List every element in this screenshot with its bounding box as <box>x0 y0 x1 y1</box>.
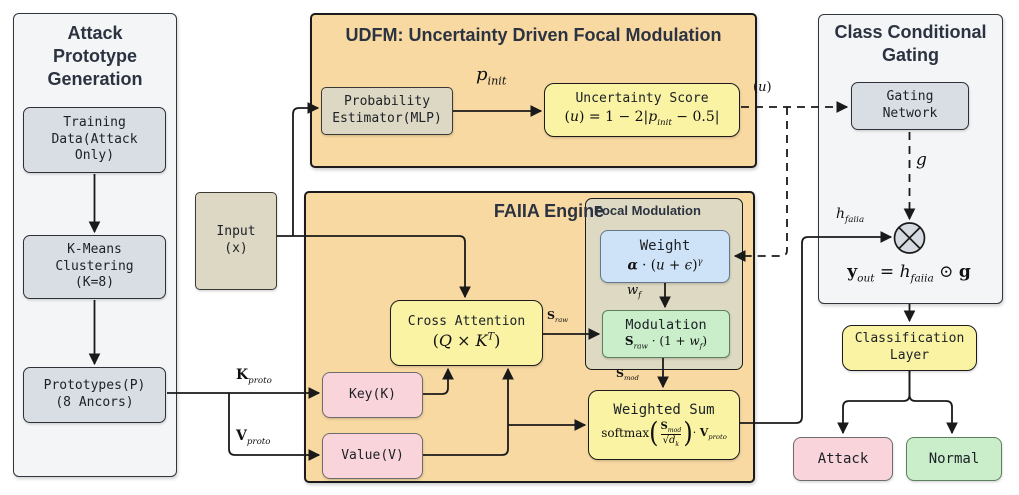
vproto-edge-label: Vproto <box>236 428 271 447</box>
faiia-engine-title: FAIIA Engine <box>493 201 605 221</box>
class-conditional-gating-panel <box>818 14 1003 304</box>
cross-attention-node: Cross Attention (Q × KT) <box>390 300 543 366</box>
weight-formula: α · (u + ϵ)γ <box>627 255 703 274</box>
qkt-formula: (Q × KT) <box>432 330 501 350</box>
weighted-sum-formula: softmax ( Smod √dk ) · Vproto <box>601 417 727 450</box>
probability-estimator-node: Probability Estimator(MLP) <box>321 87 453 135</box>
key-node: Key(K) <box>322 372 423 418</box>
attack-output-node: Attack <box>793 437 893 481</box>
smod-edge-label: Smod <box>616 367 639 383</box>
kmeans-clustering-node: K-Means Clustering (K=8) <box>23 235 166 299</box>
training-data-node: Training Data(Attack Only) <box>23 107 166 173</box>
close-paren: ) <box>683 417 693 450</box>
hfaiia-edge-label: hfaiia <box>836 206 865 225</box>
value-node: Value(V) <box>322 433 423 479</box>
g-edge-label: g <box>916 150 927 170</box>
edge-value-to-cross-attention <box>423 367 514 456</box>
prototypes-node: Prototypes(P) (8 Ancors) <box>23 367 166 423</box>
modulation-label: Modulation <box>625 317 707 334</box>
classification-layer-node: Classification Layer <box>842 325 977 371</box>
weighted-sum-label: Weighted Sum <box>613 402 715 419</box>
weight-label: Weight <box>639 238 691 255</box>
uncertainty-score-label: Uncertainty Score <box>575 91 709 107</box>
class-conditional-gating-title: Class Conditional Gating <box>834 22 987 66</box>
edge-u-to-weight-dashed <box>733 107 788 262</box>
udfm-title: UDFM: Uncertainty Driven Focal Modulatio… <box>345 25 722 45</box>
edge-hfaiia-to-product <box>740 231 893 424</box>
attack-prototype-generation-title: Attack Prototype Generation <box>47 23 143 90</box>
focal-modulation-title: Focal Modulation <box>594 203 701 218</box>
cross-attention-label: Cross Attention <box>407 314 526 330</box>
yout-equation: yout = hfaiia ⊙ g <box>847 262 971 285</box>
wf-edge-label: wf <box>627 283 642 300</box>
weight-node: Weight α · (u + ϵ)γ <box>600 230 730 283</box>
elementwise-product-node <box>893 222 926 254</box>
fraction-denominator: √dk <box>660 433 682 448</box>
modulation-node: Modulation Sraw · (1 + wf) <box>602 310 730 358</box>
gating-network-node: Gating Network <box>851 82 969 130</box>
edge-classification-to-attack <box>837 371 911 435</box>
uncertainty-formula: (u) = 1 − 2|pinit − 0.5| <box>564 108 720 128</box>
weighted-sum-node: Weighted Sum softmax ( Smod √dk ) · Vpro… <box>588 390 740 460</box>
edge-input-to-prob-estimator <box>292 102 320 236</box>
edge-classification-to-normal <box>908 371 958 435</box>
edge-key-to-cross-attention <box>423 367 454 395</box>
sraw-edge-label: Sraw <box>547 309 569 325</box>
softmax-text: softmax <box>601 426 650 441</box>
edge-vproto-to-value <box>228 393 321 461</box>
normal-output-node: Normal <box>906 437 1002 481</box>
open-paren: ( <box>649 417 659 450</box>
modulation-formula: Sraw · (1 + wf) <box>624 333 708 351</box>
smod-over-sqrtdk-fraction: Smod √dk <box>661 421 682 448</box>
pinit-edge-label: pinit <box>476 64 507 88</box>
input-node: Input (x) <box>195 192 277 290</box>
uncertainty-score-node: Uncertainty Score (u) = 1 − 2|pinit − 0.… <box>544 83 740 137</box>
edge-input-to-cross-attention <box>277 235 471 299</box>
fraction-numerator: Smod <box>660 420 682 434</box>
kproto-edge-label: Kproto <box>236 367 272 386</box>
u-edge-label: (u) <box>753 80 772 95</box>
vproto-term: · Vproto <box>692 426 727 442</box>
